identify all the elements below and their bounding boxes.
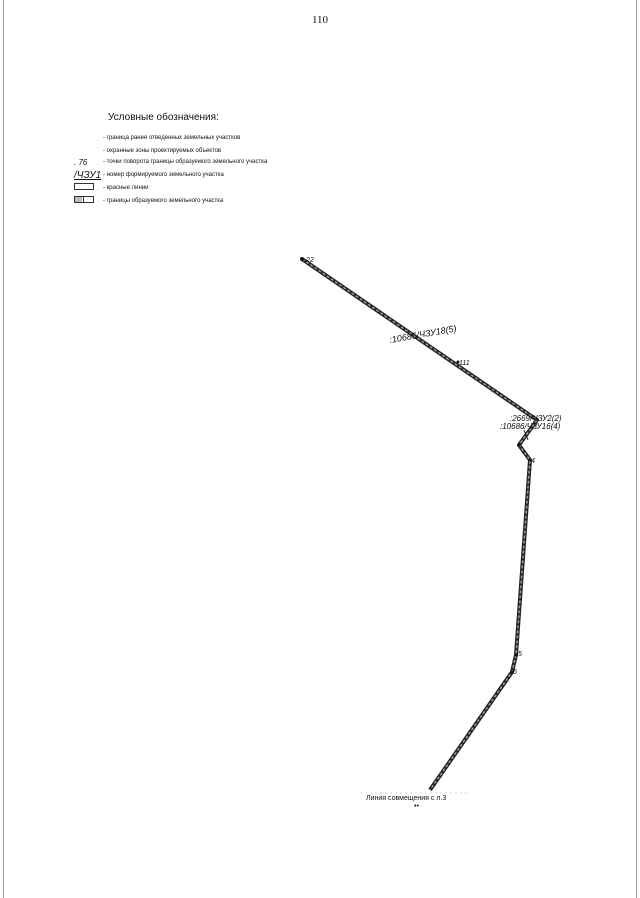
plot-boundary-swatch-icon [74,196,94,203]
map-label-point-d: 6 [513,669,517,676]
map-label-start-point: 22 [305,257,314,264]
turn-point-marker [517,443,521,447]
page-border-right [636,0,637,898]
map-label-point-c: 5 [518,651,522,658]
legend-sample-plot-number: /ЧЗУ1 [74,170,102,181]
turn-point-marker [528,458,532,462]
legend-sample-turn-point: . 76 [74,158,87,167]
legend-item-protection-zones: - охранные зоны проектируемых объектов [103,148,222,154]
legend-item-turn-points: - точки поворота границы образуемого зем… [103,159,268,165]
legend-item-red-lines: - красные линии [103,185,149,191]
plot-boundary-swatch-tick [83,197,84,202]
turn-points [300,257,532,674]
turn-point-marker [300,257,304,261]
junction-tick [523,429,529,441]
turn-point-marker [456,360,460,364]
turn-point-marker [510,670,514,674]
page-number: 110 [311,14,329,26]
legend-title: Условные обозначения: [108,112,219,123]
map-label-plot-b: :2669/ЧЗУ2(2) [510,414,562,423]
turn-point-dot-icon: . [74,158,77,167]
map-label-point-a: 111 [459,360,470,367]
turn-point-marker [514,653,518,657]
match-line-marker: •• [414,803,419,810]
legend-item-plot-boundaries: - границы образуемого земельного участка [103,198,224,204]
match-line-caption: Линия совмещения с л.3 [366,795,447,802]
map-label-point-b: 4 [531,458,535,465]
legend-item-prior-boundary: - граница ранее отведенных земельных уча… [103,135,241,141]
page-border-left [3,0,4,898]
plot-boundary-swatch-fill [75,197,82,202]
red-lines-swatch-icon [74,183,94,190]
legend-sample-turn-point-number: 76 [78,158,88,167]
legend-item-plot-number: - номер формируемого земельного участка [103,172,224,178]
map-label-plot-c: :10686/ЧЗУ16(4) [500,422,561,431]
